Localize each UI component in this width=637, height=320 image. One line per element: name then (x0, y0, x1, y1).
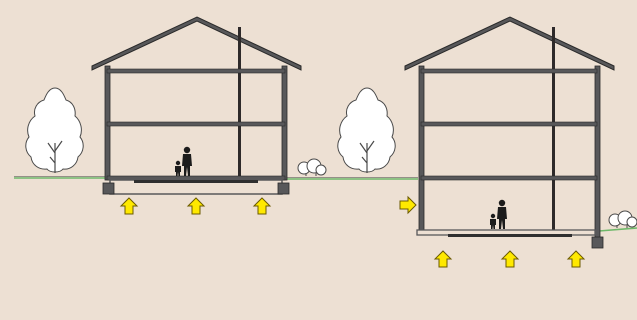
ground (14, 176, 637, 232)
floor-3 (106, 68, 286, 74)
tree-icon (25, 87, 84, 174)
floor-1 (420, 175, 598, 181)
person-icon (490, 199, 507, 229)
right-wall (594, 65, 601, 239)
vent-pipe (238, 27, 241, 178)
shrub-icon (297, 158, 327, 177)
up-arrow-icon (253, 197, 271, 215)
heating-mat (134, 180, 258, 183)
floor-2 (106, 121, 286, 127)
floor-2 (420, 121, 598, 127)
house-slab-on-grade (91, 16, 302, 215)
roof (404, 16, 615, 71)
vent-pipe (552, 27, 555, 232)
footing-left (102, 182, 115, 195)
ground-line-right (598, 227, 637, 232)
footing-right (591, 236, 604, 249)
floor-3 (420, 68, 598, 74)
ground-line-left-shadow (14, 176, 418, 178)
ground-line-left (14, 177, 418, 180)
house-basement (399, 16, 615, 268)
up-arrow-icon (567, 250, 585, 268)
heating-mat (448, 234, 572, 237)
roof (91, 16, 302, 71)
footing-right (277, 182, 290, 195)
right-arrow-icon (399, 196, 417, 214)
person-icon (175, 146, 192, 176)
up-arrow-icon (434, 250, 452, 268)
up-arrow-icon (120, 197, 138, 215)
shrub-icon (608, 210, 637, 229)
tree-icon (337, 87, 396, 174)
up-arrow-icon (501, 250, 519, 268)
up-arrow-icon (187, 197, 205, 215)
left-wall (418, 65, 425, 235)
